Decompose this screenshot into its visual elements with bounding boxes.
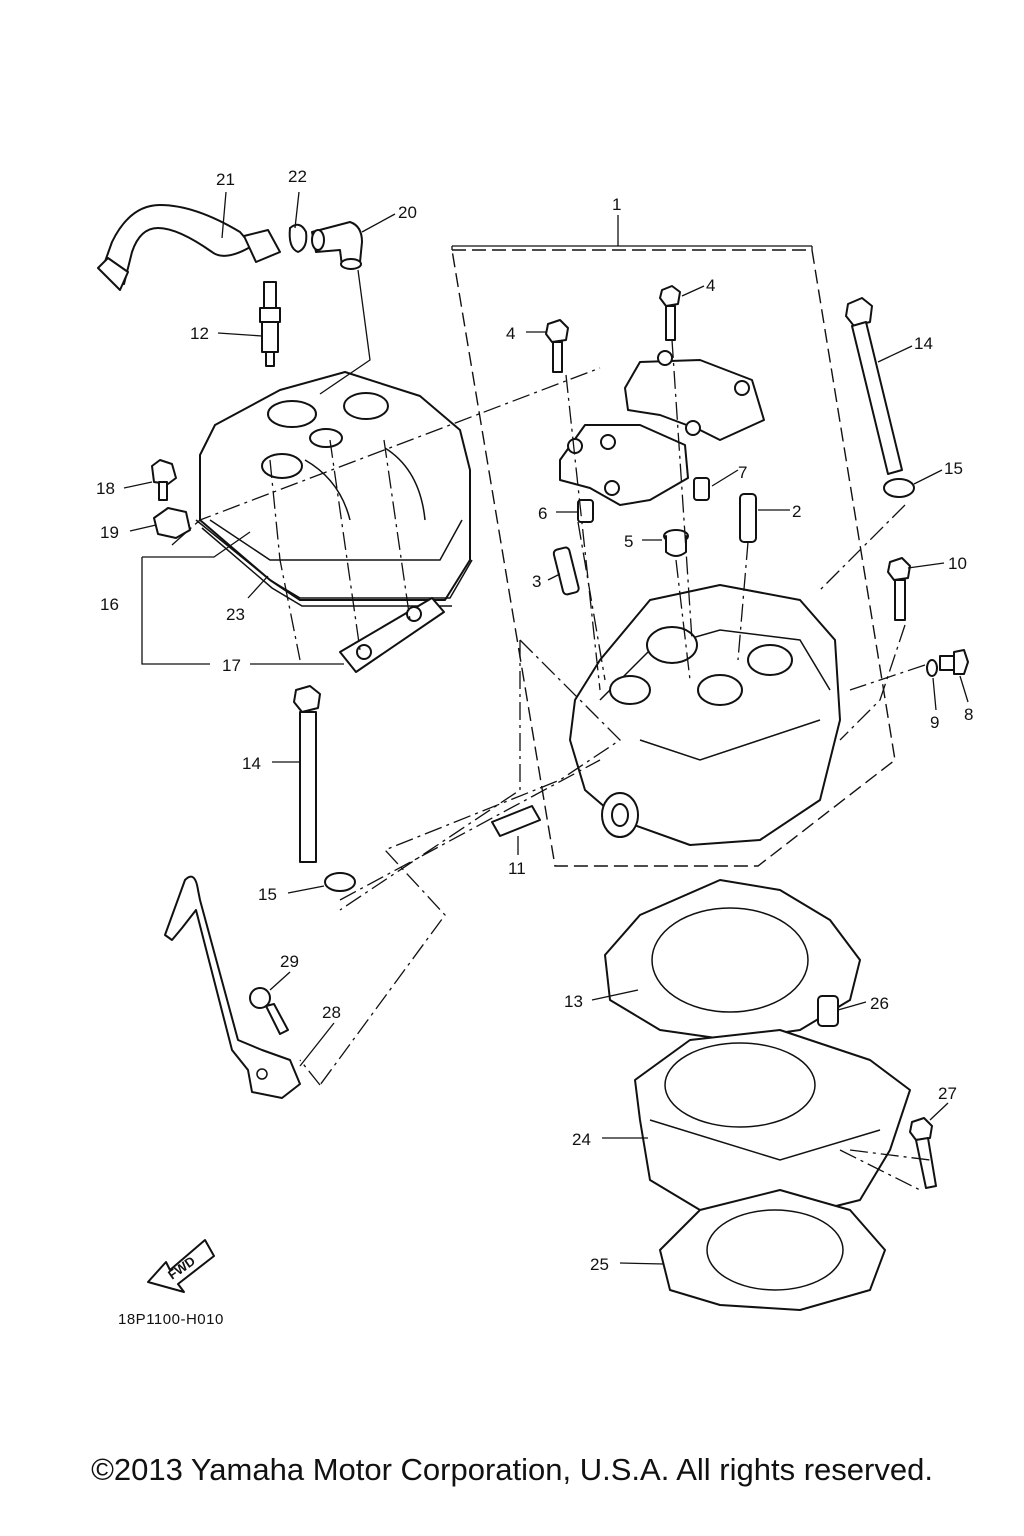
cylinder-gasket[interactable]: [659, 1189, 886, 1311]
camshaft-cap-left[interactable]: [559, 424, 689, 506]
cylinder-bolt-27[interactable]: [909, 1117, 937, 1189]
callout-14-left: 14: [242, 754, 261, 773]
callout-13: 13: [564, 992, 583, 1011]
camshaft-cap-right[interactable]: [624, 350, 765, 441]
cylinder-bolt-right[interactable]: [845, 297, 903, 475]
washer-left[interactable]: [324, 872, 356, 892]
bracket[interactable]: [164, 875, 301, 1099]
callout-15-right: 15: [944, 459, 963, 478]
callout-17: 17: [222, 656, 241, 675]
cylinder[interactable]: [634, 1029, 911, 1221]
stud-bolt[interactable]: [491, 805, 541, 837]
callout-4-right: 4: [706, 276, 715, 295]
breather-hose[interactable]: [97, 204, 281, 291]
cylinder-head-assembly-boundary: [451, 215, 896, 867]
callout-16: 16: [100, 595, 119, 614]
cylinder-head[interactable]: [569, 584, 841, 846]
cylinder-head-cover[interactable]: [199, 371, 471, 601]
cover-plate[interactable]: [339, 597, 445, 673]
callout-4-left: 4: [506, 324, 515, 343]
copyright-notice: ©2013 Yamaha Motor Corporation, U.S.A. A…: [91, 1452, 933, 1487]
dowel-pin-6[interactable]: [577, 499, 594, 523]
diagram-reference-code: 18P1100-H010: [118, 1311, 224, 1328]
bolt-8[interactable]: [939, 649, 969, 675]
callout-10: 10: [948, 554, 967, 573]
cylinder-head-gasket[interactable]: [604, 879, 861, 1041]
callout-5: 5: [624, 532, 633, 551]
callout-3: 3: [532, 572, 541, 591]
callout-20: 20: [398, 203, 417, 222]
callout-7: 7: [738, 463, 747, 482]
callout-27: 27: [938, 1084, 957, 1103]
bracket-bolt[interactable]: [249, 987, 289, 1035]
valve-guide-3[interactable]: [552, 546, 580, 596]
callout-11: 11: [508, 859, 526, 878]
callout-25: 25: [590, 1255, 609, 1274]
cylinder-bolt-left[interactable]: [293, 685, 321, 863]
callout-15-left: 15: [258, 885, 277, 904]
callout-23: 23: [226, 605, 245, 624]
callout-29: 29: [280, 952, 299, 971]
grommet[interactable]: [153, 507, 191, 539]
callout-2: 2: [792, 502, 801, 521]
callout-8: 8: [964, 705, 973, 724]
callout-9: 9: [930, 713, 939, 732]
callout-21: 21: [216, 170, 235, 189]
hose-clip[interactable]: [288, 223, 308, 253]
cap-bolt-right[interactable]: [659, 285, 681, 341]
callout-leaders: [123, 191, 969, 1265]
plug[interactable]: [663, 529, 689, 557]
callout-labels: 1 2 3 4 4 5 6 7 8 9 10 11 12 13 14 14 15…: [96, 167, 973, 1274]
breather-joint[interactable]: [311, 221, 363, 270]
forward-direction-arrow: FWD: [147, 1239, 215, 1293]
washer-right[interactable]: [883, 478, 915, 498]
callout-14-right: 14: [914, 334, 933, 353]
bolt-10[interactable]: [887, 557, 911, 621]
callout-12: 12: [190, 324, 209, 343]
callout-26: 26: [870, 994, 889, 1013]
cover-bolt[interactable]: [151, 459, 177, 501]
callout-24: 24: [572, 1130, 591, 1149]
callout-6: 6: [538, 504, 547, 523]
cap-bolt-left[interactable]: [545, 319, 569, 373]
spark-plug[interactable]: [259, 281, 281, 367]
alignment-lines: [171, 339, 931, 1191]
valve-guide-2[interactable]: [739, 493, 757, 543]
callout-22: 22: [288, 167, 307, 186]
callout-1: 1: [612, 195, 621, 214]
callout-18: 18: [96, 479, 115, 498]
washer-9[interactable]: [926, 659, 938, 677]
callout-28: 28: [322, 1003, 341, 1022]
dowel-pin-7[interactable]: [693, 477, 710, 501]
callout-19: 19: [100, 523, 119, 542]
dowel-pin-26[interactable]: [817, 995, 839, 1027]
